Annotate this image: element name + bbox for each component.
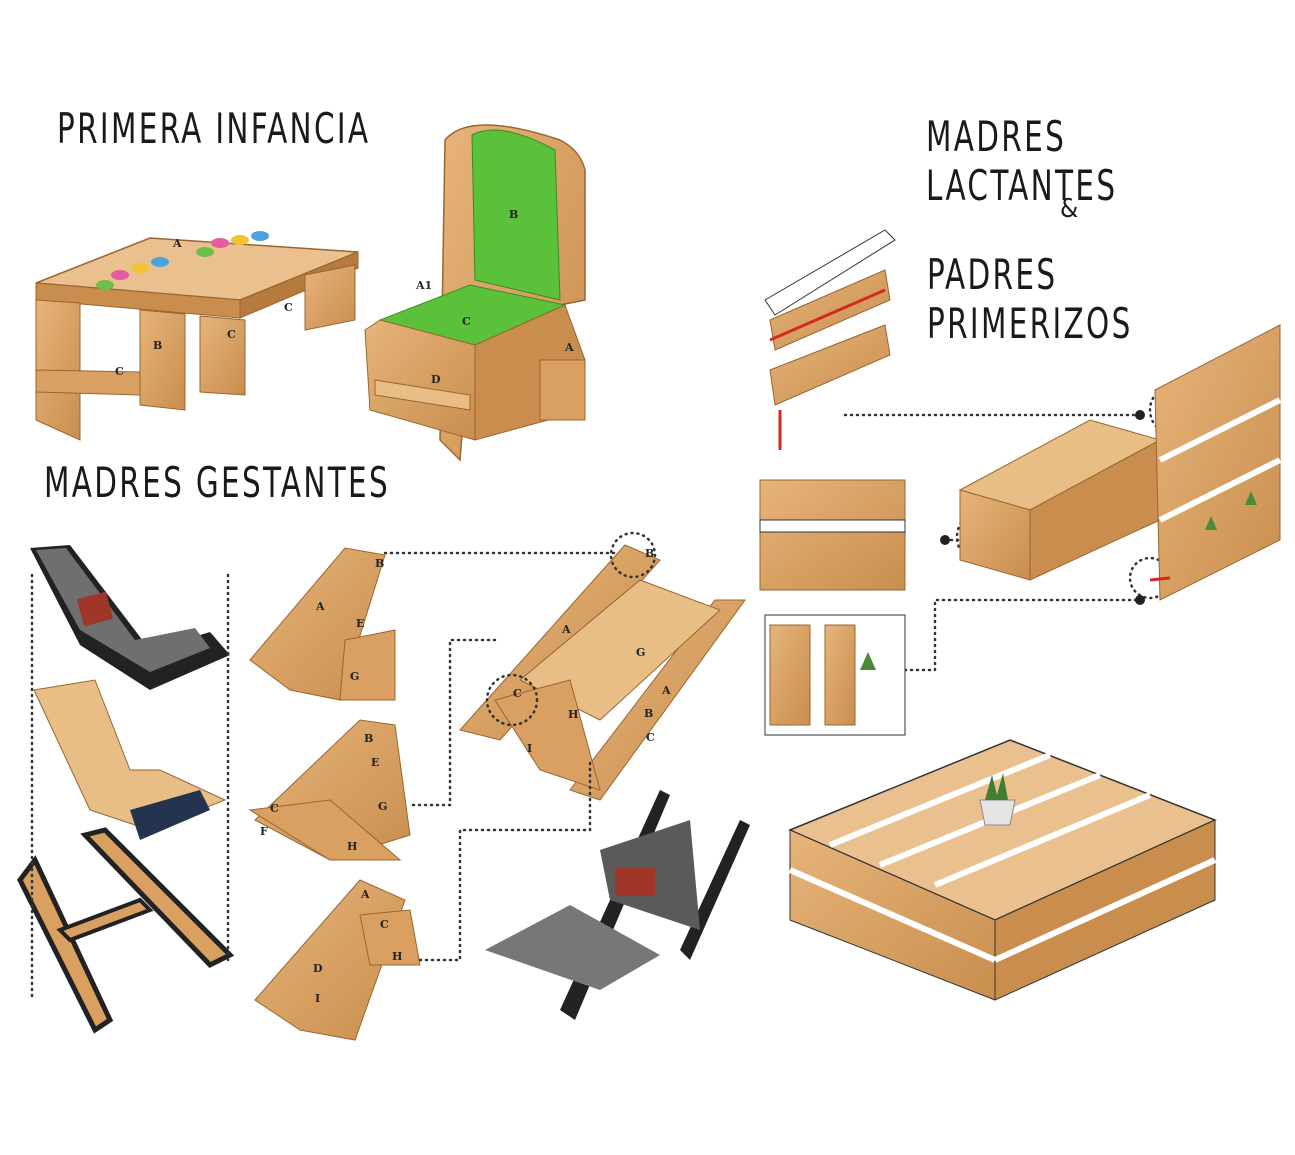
label-table-c1: C — [115, 365, 124, 378]
label-chair-d: D — [431, 373, 441, 386]
label-table-b: B — [153, 339, 162, 352]
label-chair-c: C — [462, 315, 471, 328]
label-lounger-g: G — [636, 646, 645, 659]
assembly-steps: A B E G B E C G F H A C D H I — [250, 548, 420, 1040]
label-step3-h: H — [392, 950, 402, 963]
pallet-table — [790, 740, 1215, 1000]
label-step2-g: G — [378, 800, 387, 813]
label-step1-e: E — [356, 617, 364, 630]
label-step2-h: H — [347, 840, 357, 853]
label-step1-a: A — [315, 600, 325, 613]
label-chair-a1: A1 — [415, 279, 432, 292]
label-table-a: A — [172, 237, 182, 250]
assembled-lounger: A B G C H I A B C — [460, 545, 745, 800]
label-lounger-a2: A — [661, 684, 671, 697]
label-step3-i: I — [315, 992, 320, 1005]
lounger-variants — [20, 545, 230, 1030]
pallet-details — [760, 480, 905, 735]
label-lounger-a1: A — [561, 623, 571, 636]
pallet-sofa — [960, 325, 1280, 600]
label-step1-g: G — [350, 670, 359, 683]
label-lounger-c2: C — [646, 731, 655, 744]
label-lounger-b2: B — [644, 707, 653, 720]
label-step2-f: F — [260, 825, 268, 838]
label-lounger-h: H — [568, 708, 578, 721]
label-step1-b: B — [375, 557, 384, 570]
step-3: A C D H I — [255, 880, 420, 1040]
label-chair-b: B — [509, 208, 518, 221]
label-lounger-i: I — [527, 742, 532, 755]
label-step3-c: C — [380, 918, 389, 931]
label-lounger-b1: B — [645, 547, 654, 560]
label-step2-c: C — [270, 802, 279, 815]
step-1: A B E G — [250, 548, 395, 700]
pallet-wall-planter — [765, 230, 895, 450]
label-table-c2: C — [227, 328, 236, 341]
label-chair-a: A — [564, 341, 574, 354]
label-step3-d: D — [313, 962, 323, 975]
label-step2-e: E — [371, 756, 379, 769]
fabric-lounger — [485, 790, 750, 1020]
label-table-c3: C — [284, 301, 293, 314]
kids-chair: B A1 C D A — [365, 125, 585, 460]
label-lounger-c1: C — [513, 687, 522, 700]
kids-table: A B C C C — [36, 231, 358, 440]
label-step3-a: A — [360, 888, 370, 901]
step-2: B E C G F H — [250, 720, 410, 860]
label-step2-b: B — [364, 732, 373, 745]
